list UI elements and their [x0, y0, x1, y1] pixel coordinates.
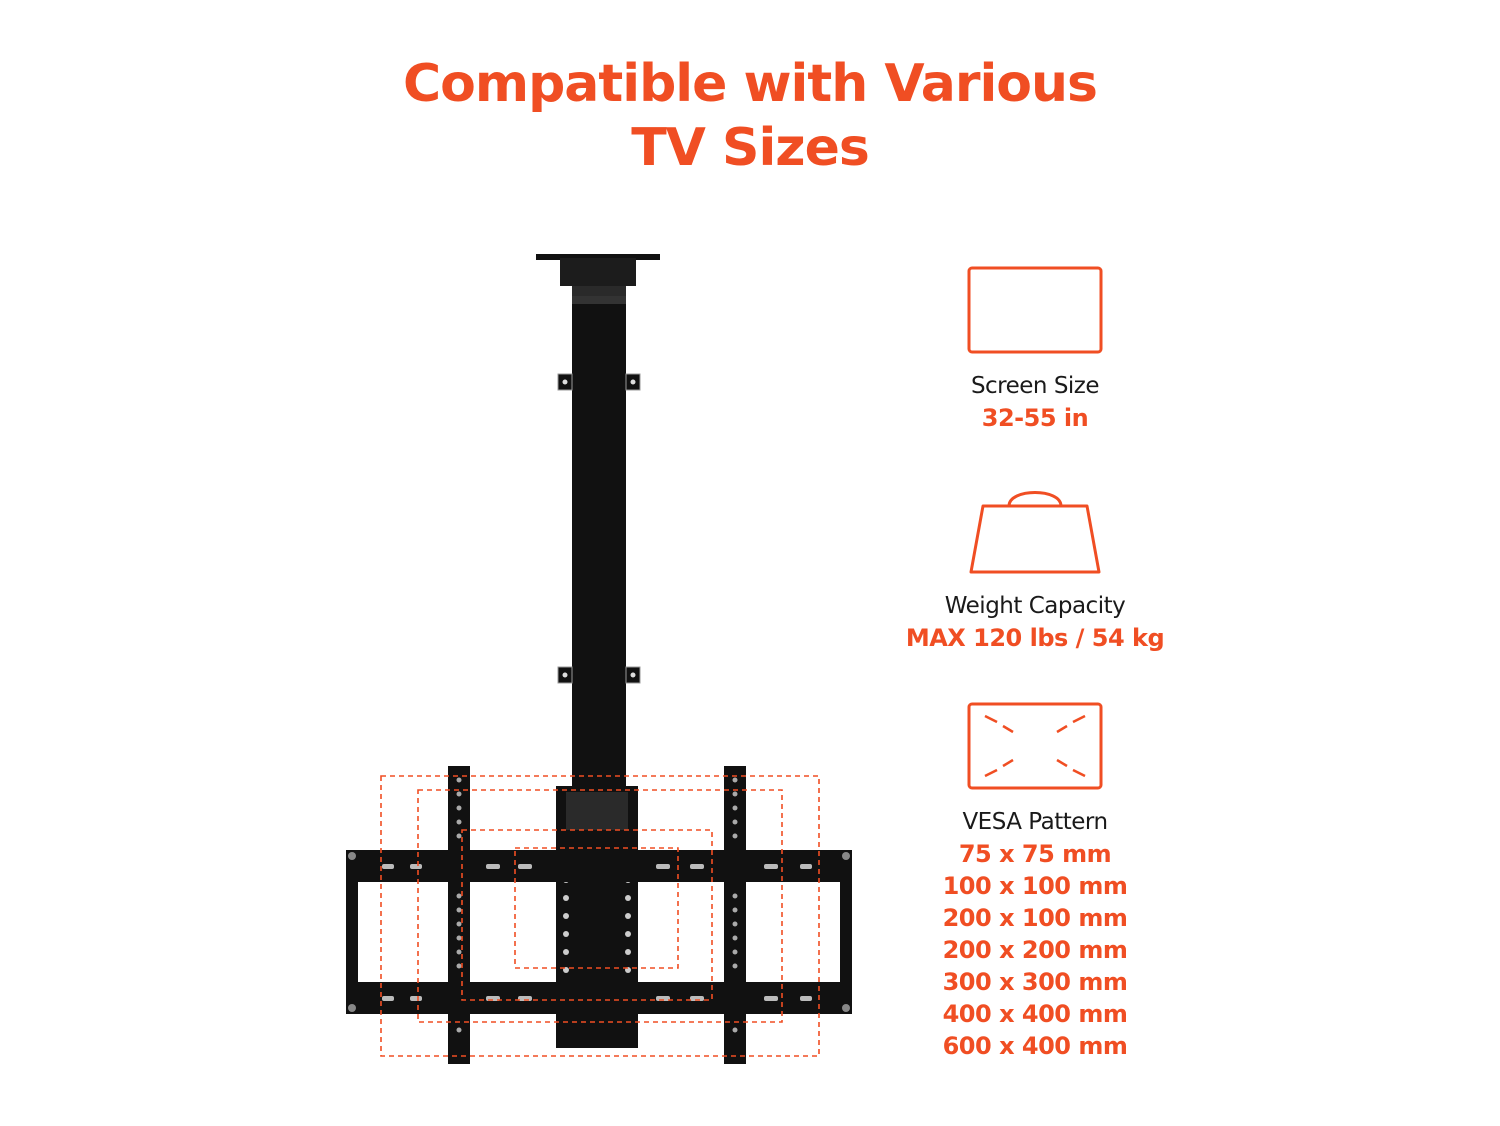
- vesa-value: 75 x 75 mm: [958, 840, 1112, 868]
- weight-capacity-label: Weight Capacity: [944, 593, 1126, 619]
- screen-size-label: Screen Size: [970, 373, 1100, 399]
- vesa-value: 300 x 300 mm: [942, 968, 1128, 996]
- screen-outline-icon: [967, 266, 1103, 354]
- title-line-1: Compatible with Various: [403, 54, 1098, 114]
- left-arm: [448, 766, 470, 1064]
- right-arm: [724, 766, 746, 1064]
- weight-capacity-value: MAX 120 lbs / 54 kg: [905, 624, 1165, 652]
- vesa-pattern-label: VESA Pattern: [962, 809, 1108, 835]
- ceiling-tv-mount-illustration: [346, 254, 852, 1064]
- vesa-value: 400 x 400 mm: [942, 1000, 1128, 1028]
- vesa-value: 600 x 400 mm: [942, 1032, 1128, 1060]
- ceiling-plate: [536, 254, 660, 260]
- screen-size-value: 32-55 in: [981, 404, 1089, 432]
- weight-bag-icon: [969, 491, 1101, 574]
- spec-screen-size: Screen Size 32-55 in: [860, 264, 1210, 434]
- vesa-value: 200 x 100 mm: [942, 904, 1128, 932]
- vesa-overlay-rectangles: [380, 775, 820, 1057]
- extension-pole: [572, 296, 626, 786]
- ceiling-bracket: [560, 258, 636, 286]
- vesa-value: 100 x 100 mm: [942, 872, 1128, 900]
- spec-weight-capacity: Weight Capacity MAX 120 lbs / 54 kg: [860, 480, 1210, 654]
- title-line-2: TV Sizes: [631, 118, 870, 178]
- vesa-value: 200 x 200 mm: [942, 936, 1128, 964]
- vesa-pattern-icon: [967, 702, 1103, 790]
- arm-holes: [456, 777, 738, 1033]
- vesa-pattern-list: 75 x 75 mm 100 x 100 mm 200 x 100 mm 200…: [860, 838, 1210, 1062]
- page-title: Compatible with Various TV Sizes: [0, 52, 1500, 180]
- spec-vesa-pattern: VESA Pattern 75 x 75 mm 100 x 100 mm 200…: [860, 700, 1210, 1062]
